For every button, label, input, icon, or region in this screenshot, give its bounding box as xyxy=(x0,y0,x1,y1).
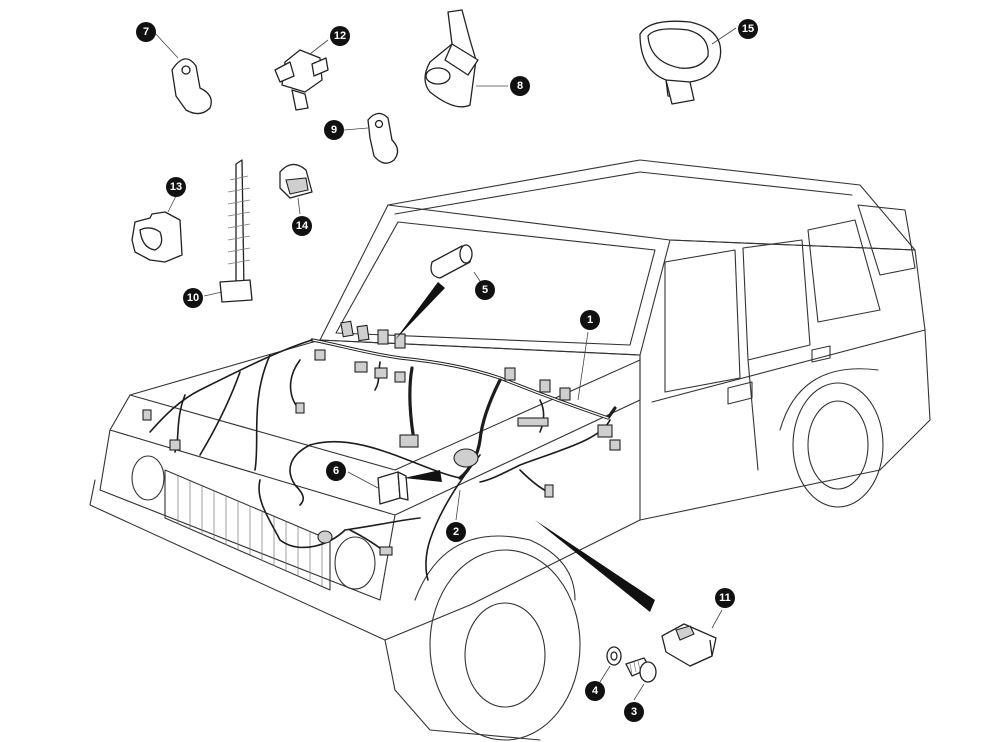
svg-text:4: 4 xyxy=(592,685,599,697)
relay-connector-part xyxy=(347,470,442,505)
callout-4: 4 xyxy=(585,681,605,701)
screw-part xyxy=(625,657,657,701)
push-clip-part xyxy=(274,39,329,111)
p-clip-small-part xyxy=(343,112,399,164)
svg-text:2: 2 xyxy=(453,526,459,538)
callout-6: 6 xyxy=(326,461,346,481)
cable-tie-clip-part xyxy=(424,9,508,108)
callout-12: 12 xyxy=(330,26,350,46)
vehicle-outline xyxy=(89,159,931,741)
harness-connectors xyxy=(142,320,621,556)
callout-5: 5 xyxy=(475,280,495,300)
callout-3: 3 xyxy=(624,702,644,722)
harness-connector-leader xyxy=(455,489,461,521)
svg-text:14: 14 xyxy=(296,220,309,232)
grille-slats xyxy=(177,476,323,586)
callout-11: 11 xyxy=(715,588,735,608)
callout-15: 15 xyxy=(738,19,758,39)
svg-text:11: 11 xyxy=(719,592,731,604)
svg-text:15: 15 xyxy=(742,23,754,35)
pipe-clip-part xyxy=(131,195,183,263)
svg-text:13: 13 xyxy=(170,181,182,193)
svg-text:5: 5 xyxy=(482,284,488,296)
callout-8: 8 xyxy=(510,76,530,96)
svg-text:10: 10 xyxy=(187,292,199,304)
callout-13: 13 xyxy=(166,177,186,197)
p-clip-part xyxy=(153,31,212,115)
fir-tree-tie-part xyxy=(203,159,253,303)
callout-10: 10 xyxy=(183,288,203,308)
main-wiring-harness xyxy=(142,320,621,581)
fir-tree-teeth xyxy=(227,175,251,265)
callout-9: 9 xyxy=(324,120,344,140)
harness-clip-part xyxy=(535,520,723,667)
svg-text:12: 12 xyxy=(334,30,346,42)
svg-text:8: 8 xyxy=(517,80,523,92)
svg-text:6: 6 xyxy=(333,465,339,477)
svg-text:9: 9 xyxy=(331,124,337,136)
connector-cover-part xyxy=(395,244,483,340)
callout-14: 14 xyxy=(292,216,312,236)
strap-clip-part xyxy=(639,20,737,105)
svg-text:1: 1 xyxy=(587,314,593,326)
callout-2: 2 xyxy=(446,522,466,542)
svg-text:7: 7 xyxy=(143,26,149,38)
callout-7: 7 xyxy=(136,22,156,42)
washer-part xyxy=(599,646,622,683)
screw-thread xyxy=(629,660,641,675)
edge-clip-part xyxy=(279,163,313,215)
main-harness-leader xyxy=(577,331,589,401)
svg-text:3: 3 xyxy=(631,706,637,718)
callout-1: 1 xyxy=(580,310,600,330)
